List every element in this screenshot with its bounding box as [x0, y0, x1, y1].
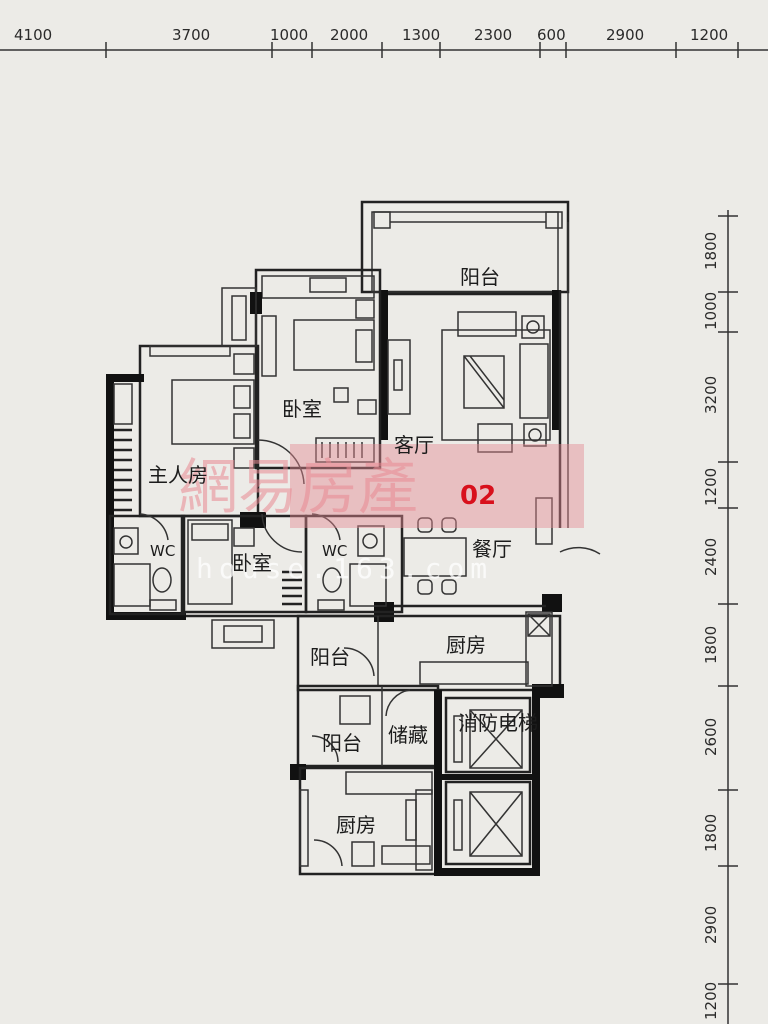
label-living-room: 客厅 [394, 433, 434, 457]
label-bedroom-top: 卧室 [282, 397, 322, 421]
label-master-bedroom: 主人房 [148, 463, 208, 487]
label-balcony-low: 阳台 [322, 731, 362, 755]
dim-top-6: 2300 [474, 26, 512, 44]
dim-top-9: 1200 [690, 26, 728, 44]
dim-top-3: 1000 [270, 26, 308, 44]
room-labels: 阳台 卧室 客厅 主人房 WC 卧室 WC 餐厅 阳台 厨房 阳台 储藏 消防电… [148, 265, 538, 837]
dim-right-1: 1800 [702, 232, 720, 270]
watermark-url: house.163.com [196, 552, 493, 585]
walls [106, 200, 570, 876]
label-fire-elevator: 消防电梯 [458, 711, 538, 735]
right-dimension-bar: 1800 1000 3200 1200 2400 1800 2600 1800 … [702, 210, 738, 1024]
label-wc-right: WC [322, 542, 347, 560]
label-balcony-mid: 阳台 [310, 645, 350, 669]
dim-right-10: 1200 [702, 982, 720, 1020]
dim-right-9: 2900 [702, 906, 720, 944]
dim-top-2: 3700 [172, 26, 210, 44]
dim-right-4: 1200 [702, 468, 720, 506]
dim-top-8: 2900 [606, 26, 644, 44]
dim-right-3: 3200 [702, 376, 720, 414]
label-storage: 储藏 [388, 723, 428, 747]
dim-right-8: 1800 [702, 814, 720, 852]
dim-right-7: 2600 [702, 718, 720, 756]
dim-right-5: 2400 [702, 538, 720, 576]
door-swings [139, 439, 601, 867]
label-dining-room: 餐厅 [472, 537, 512, 561]
unit-label: 02 [460, 481, 496, 511]
label-kitchen-low: 厨房 [336, 813, 376, 837]
dim-top-7: 600 [537, 26, 566, 44]
furniture [113, 299, 553, 871]
label-bedroom-bottom: 卧室 [232, 551, 272, 575]
watermark: 網易房產 house.163.com [178, 444, 584, 585]
dim-right-6: 1800 [702, 626, 720, 664]
watermark-brand: 網易房產 [178, 453, 418, 523]
label-kitchen-mid: 厨房 [446, 633, 486, 657]
dim-top-1: 4100 [14, 26, 52, 44]
label-wc-left: WC [150, 542, 175, 560]
dim-top-5: 1300 [402, 26, 440, 44]
top-dimension-bar: 4100 3700 1000 2000 1300 2300 600 2900 1… [0, 26, 768, 58]
label-balcony-top: 阳台 [460, 265, 500, 289]
dim-top-4: 2000 [330, 26, 368, 44]
dim-right-2: 1000 [702, 292, 720, 330]
